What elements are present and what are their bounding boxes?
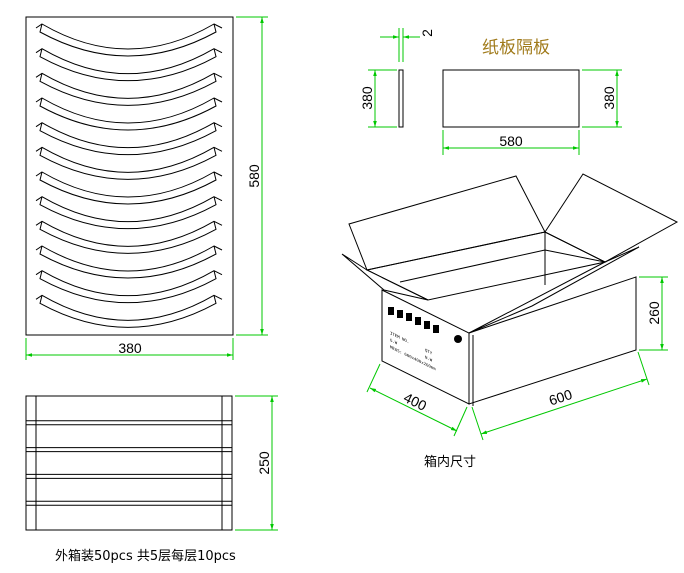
- carton-length-dimension: 600: [471, 351, 650, 441]
- right-back-flap: [544, 173, 679, 263]
- left-front-flap: [341, 253, 429, 301]
- tray-slot: [35, 23, 223, 57]
- packing-note: 外箱装50pcs 共5层每层10pcs: [55, 548, 236, 564]
- tray-side-view: [25, 395, 233, 531]
- carton-caption: 箱内尺寸: [424, 454, 476, 470]
- right-front-flap: [468, 246, 640, 334]
- tray-slot: [35, 220, 223, 254]
- label-gw: G.W: [390, 337, 398, 345]
- open-carton: ITEM NO. QTY G.W N.W MEAS: 600x400x260mm: [341, 173, 679, 406]
- divider-height-label: 380: [601, 86, 617, 110]
- divider-side-height-label: 380: [359, 86, 375, 110]
- divider-side-height-dimension: 380: [359, 69, 397, 128]
- no-stack-icon: [424, 321, 430, 329]
- tray-layers: [26, 420, 232, 506]
- tray-slot: [35, 48, 223, 82]
- carton-depth-dimension: 400: [366, 363, 468, 437]
- label-qty: QTY: [425, 347, 433, 355]
- this-side-up-icon: [397, 310, 403, 318]
- keep-dry-icon: [406, 313, 412, 321]
- tray-side-height-label: 250: [256, 451, 272, 475]
- tray-slot: [35, 171, 223, 205]
- tray-slot: [35, 270, 223, 304]
- tray-slot: [35, 196, 223, 230]
- tray-height-dimension: 580: [236, 16, 268, 336]
- divider-front-view: [442, 69, 580, 128]
- tray-slot: [35, 294, 223, 328]
- shipping-mark: ITEM NO. QTY G.W N.W MEAS: 600x400x260mm: [388, 307, 462, 372]
- carton-length-label: 600: [547, 386, 574, 409]
- tray-slot: [35, 122, 223, 156]
- divider-width-label: 580: [499, 133, 523, 149]
- tray-front-view: [25, 16, 234, 336]
- tray-width-dimension: 380: [25, 338, 234, 360]
- handle-care-icon: [415, 317, 421, 325]
- divider-width-dimension: 580: [442, 130, 580, 155]
- divider-height-dimension: 380: [582, 69, 622, 128]
- divider-side-view: [398, 69, 404, 128]
- tray-side-height-dimension: 250: [235, 395, 278, 531]
- tray-slots: [35, 23, 223, 328]
- tray-slot: [35, 245, 223, 279]
- tray-outline: [25, 16, 234, 336]
- fragile-icon: [388, 307, 394, 315]
- divider-title: 纸板隔板: [482, 38, 550, 58]
- carton-height-dimension: 260: [639, 276, 668, 351]
- tray-side-outline: [25, 395, 233, 531]
- tray-height-label: 580: [246, 164, 262, 188]
- carton-logo-icon: [454, 335, 462, 343]
- carton-side-face: [468, 276, 637, 405]
- label-nw: N.W: [425, 354, 433, 362]
- divider-thickness-dimension: 2: [380, 28, 435, 62]
- carton-height-label: 260: [646, 301, 662, 325]
- tray-width-label: 380: [118, 340, 142, 356]
- carton-opening: [365, 231, 607, 301]
- tray-slot: [35, 72, 223, 106]
- tray-slot: [35, 97, 223, 131]
- recycle-icon: [433, 325, 439, 333]
- divider-thickness-label: 2: [419, 29, 435, 37]
- tray-slot: [35, 146, 223, 180]
- carton-depth-label: 400: [401, 389, 429, 414]
- back-flap: [348, 175, 546, 271]
